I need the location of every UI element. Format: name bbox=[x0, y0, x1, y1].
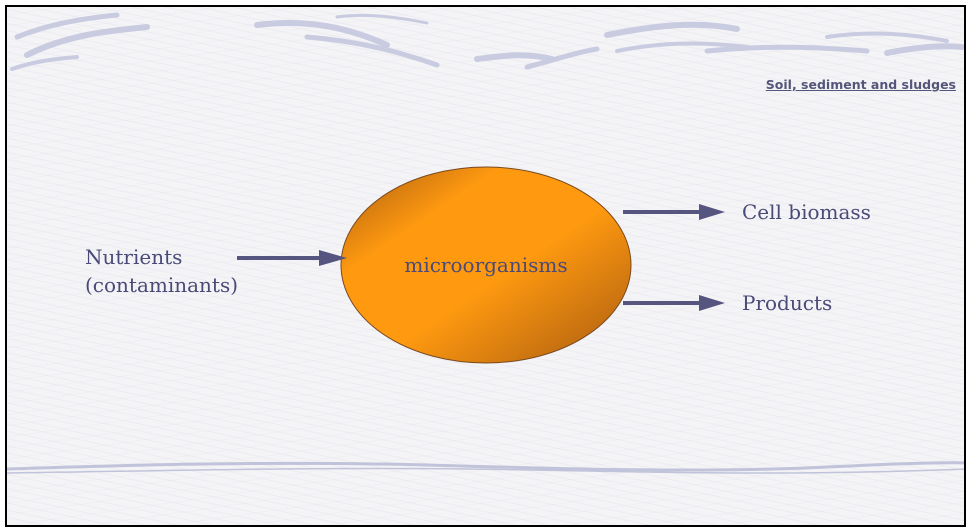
products-arrow bbox=[623, 295, 725, 311]
cell-biomass-label: Cell biomass bbox=[742, 200, 871, 224]
input-arrow bbox=[237, 250, 347, 266]
cell-biomass-arrow bbox=[623, 204, 725, 220]
diagram: microorganisms Nutrients (contaminants) … bbox=[7, 7, 966, 527]
contaminants-label: (contaminants) bbox=[85, 273, 238, 297]
nutrients-label: Nutrients bbox=[85, 245, 182, 269]
microorganisms-label: microorganisms bbox=[404, 253, 567, 277]
slide: Soil, sediment and sludges microorganism… bbox=[5, 5, 966, 527]
products-label: Products bbox=[742, 291, 832, 315]
